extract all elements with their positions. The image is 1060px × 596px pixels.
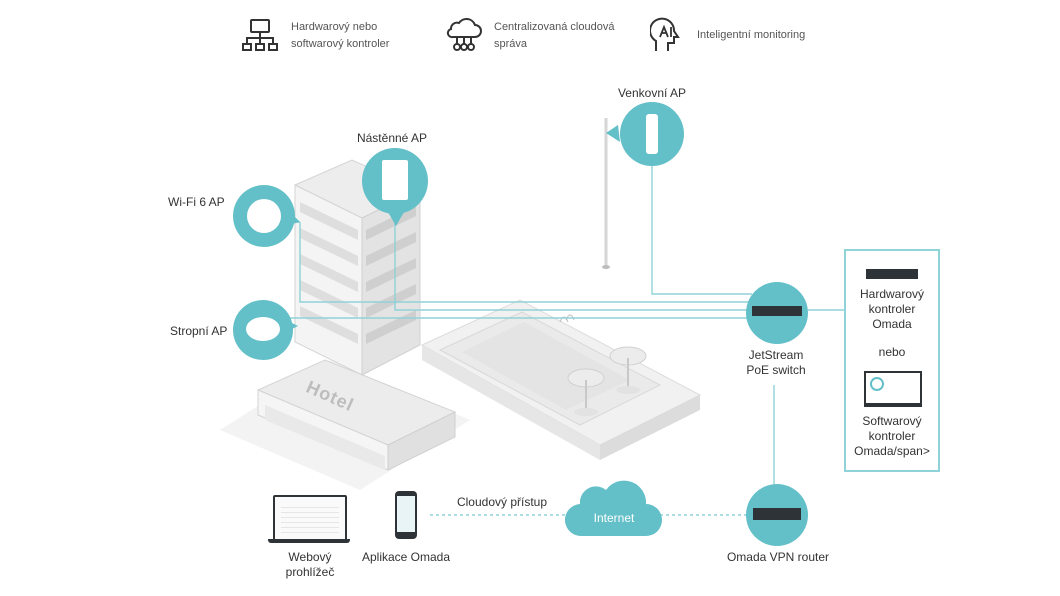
phone-screen <box>397 496 415 532</box>
panel-line: Omada <box>872 317 912 331</box>
panel-line: Hardwarový <box>859 287 925 301</box>
laptop-screen <box>281 503 339 533</box>
feature-hardware-controller <box>242 18 278 59</box>
wall-ap-device <box>382 160 408 200</box>
poe-switch-label: JetStream PoE switch <box>726 348 826 378</box>
ceiling-ap-callout[interactable] <box>233 300 293 360</box>
ceiling-ap-label: Stropní AP <box>170 324 228 338</box>
software-controller-laptop <box>864 371 922 407</box>
connection-lines <box>268 160 844 516</box>
internet-cloud <box>564 480 662 537</box>
panel-line: kontroler <box>868 302 916 316</box>
outdoor-ap-callout[interactable] <box>620 102 684 166</box>
outdoor-ap-device <box>646 114 658 154</box>
wifi6-ap-callout[interactable] <box>233 185 295 247</box>
ceiling-ap-device <box>246 317 280 341</box>
laptop-device <box>273 495 347 543</box>
hardware-controller-device <box>866 269 918 279</box>
wifi6-ap-label: Wi-Fi 6 AP <box>168 195 225 209</box>
outdoor-ap-label: Venkovní AP <box>617 86 687 100</box>
cloud-access-label: Cloudový přístup <box>456 495 548 509</box>
panel-line: Softwarový <box>862 414 922 428</box>
wall-ap-label: Nástěnné AP <box>356 131 428 145</box>
feature-label-monitoring: Inteligentní monitoring <box>697 27 805 44</box>
feature-intelligent-monitoring <box>649 17 684 58</box>
switch-label-line: PoE switch <box>746 363 806 377</box>
feature-label-cloud: Centralizovaná cloudová správa <box>494 19 614 53</box>
controller-panel: Hardwarový kontroler Omada nebo Softwaro… <box>844 249 940 472</box>
outdoor-pole <box>602 118 610 269</box>
feature-line: Inteligentní monitoring <box>697 29 806 41</box>
vpn-router-device <box>753 508 801 520</box>
laptop-base <box>268 539 350 543</box>
wall-ap-callout[interactable] <box>362 148 428 214</box>
internet-label: Internet <box>593 511 635 525</box>
parasol-left <box>567 368 605 416</box>
pool-area <box>420 299 702 460</box>
feature-label-hardware: Hardwarový nebo softwarový kontroler <box>291 19 389 53</box>
parasol-right <box>609 346 647 394</box>
panel-line: kontroler <box>868 429 916 443</box>
poe-switch-device <box>752 306 802 316</box>
browser-label-line: prohlížeč <box>285 565 335 579</box>
ai-head-icon <box>649 17 680 51</box>
software-controller-label: Softwarový kontroler Omada/span> <box>846 414 938 459</box>
vpn-router-label: Omada VPN router <box>726 550 830 564</box>
cloud-network-icon <box>446 18 482 51</box>
wifi6-ap-device <box>247 199 281 233</box>
feature-line: správa <box>494 38 528 50</box>
feature-line: Hardwarový nebo <box>291 21 378 33</box>
feature-cloud-management <box>445 17 483 58</box>
feature-line: Centralizovaná cloudová <box>494 21 615 33</box>
browser-label: Webový prohlížeč <box>262 550 358 580</box>
dashboard-icon <box>870 377 884 391</box>
omada-app-label: Aplikace Omada <box>361 550 451 564</box>
outdoor-callout-pointer <box>606 125 620 142</box>
browser-label-line: Webový <box>288 550 332 564</box>
or-label: nebo <box>878 345 906 359</box>
switch-label-line: JetStream <box>748 348 804 362</box>
poe-switch-callout[interactable] <box>746 282 808 344</box>
hardware-controller-label: Hardwarový kontroler Omada <box>846 287 938 332</box>
feature-line: softwarový kontroler <box>291 38 390 50</box>
panel-line: Omada/span> <box>854 444 930 458</box>
network-hierarchy-icon <box>242 19 278 51</box>
phone-device <box>395 491 417 539</box>
vpn-router-callout[interactable] <box>746 484 808 546</box>
